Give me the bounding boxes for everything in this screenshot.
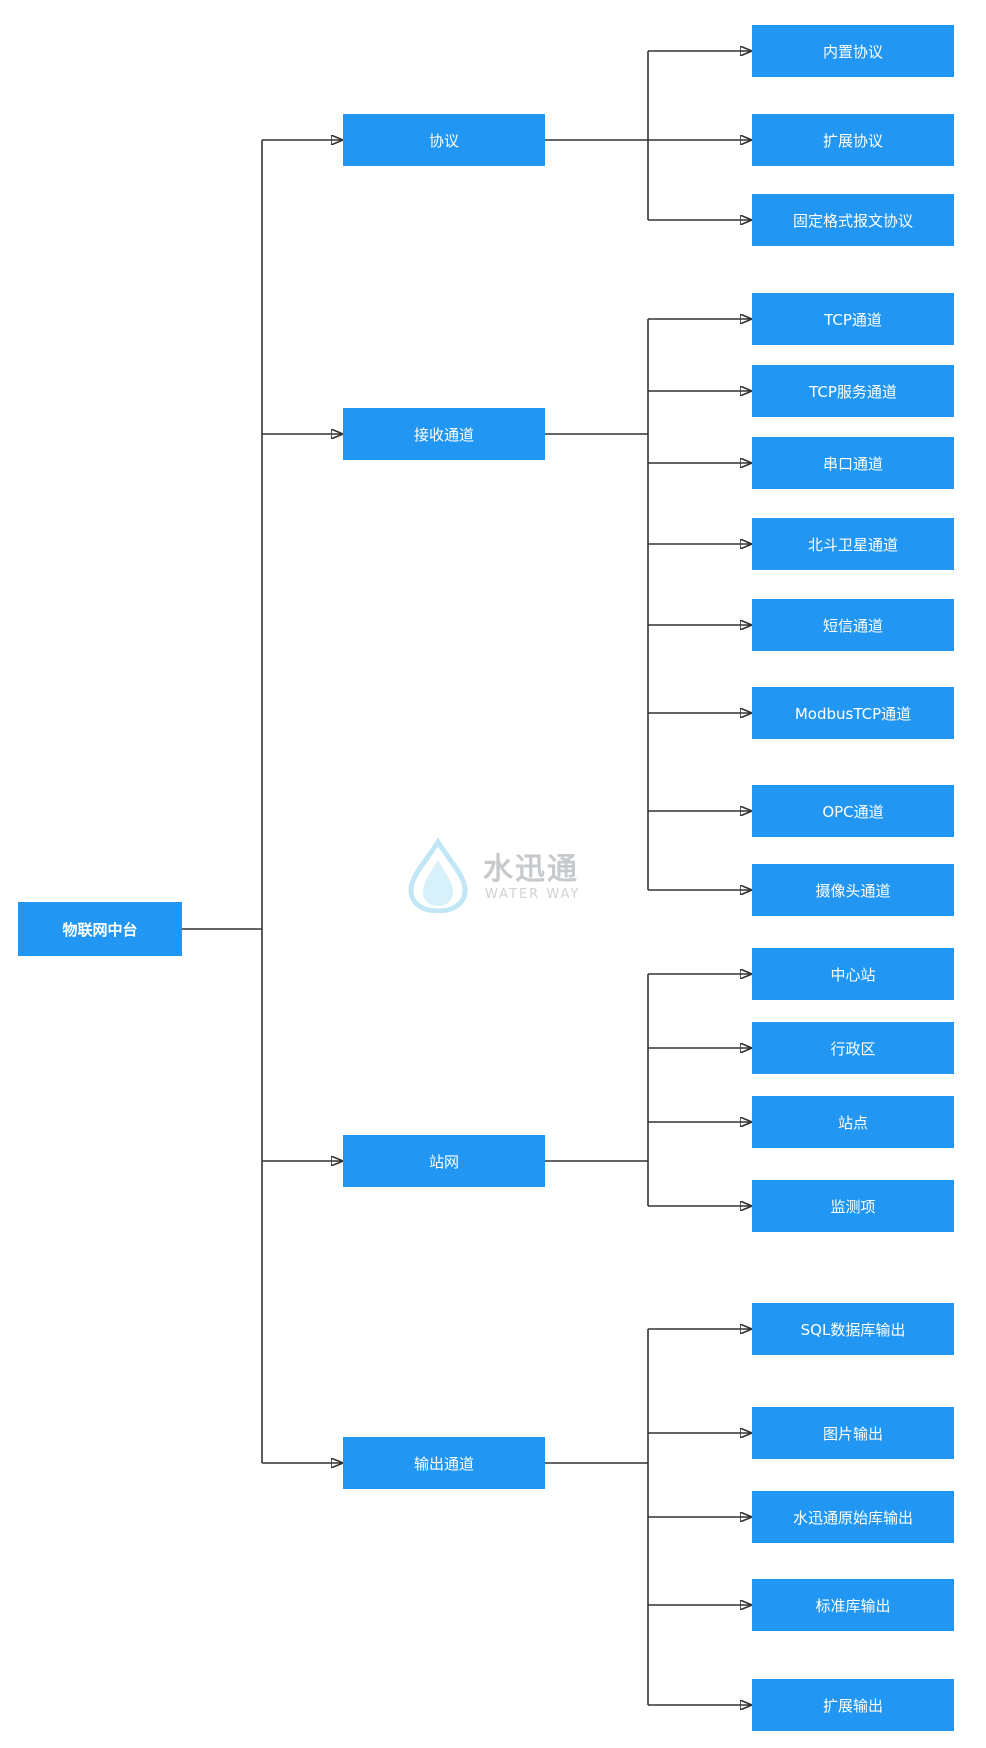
branch-node-receive: 接收通道: [343, 408, 545, 460]
leaf-node-station-0: 中心站: [752, 948, 954, 1000]
leaf-node-receive-3-label: 北斗卫星通道: [807, 535, 898, 554]
leaf-node-output-0-label: SQL数据库输出: [800, 1320, 906, 1339]
watermark-name-en: WATER WAY: [485, 887, 581, 902]
leaf-node-station-2-label: 站点: [837, 1113, 868, 1132]
leaf-node-output-4-label: 扩展输出: [822, 1696, 883, 1715]
leaf-node-receive-0-label: TCP通道: [824, 310, 882, 329]
leaf-node-receive-1-label: TCP服务通道: [809, 382, 897, 401]
water-drop-icon: [408, 838, 468, 913]
leaf-node-station-1: 行政区: [752, 1022, 954, 1074]
watermark-name-cn: 水迅通: [483, 852, 579, 887]
leaf-node-output-2-label: 水迅通原始库输出: [792, 1508, 913, 1527]
branch-node-protocol-label: 协议: [428, 131, 459, 150]
branch-node-protocol: 协议: [343, 114, 545, 166]
leaf-node-protocol-0: 内置协议: [752, 25, 954, 77]
branch-node-station: 站网: [343, 1135, 545, 1187]
leaf-node-receive-5-label: ModbusTCP通道: [794, 704, 912, 723]
branch-node-station-label: 站网: [428, 1152, 459, 1171]
leaf-node-receive-1: TCP服务通道: [752, 365, 954, 417]
leaf-node-output-2: 水迅通原始库输出: [752, 1491, 954, 1543]
leaf-node-receive-2-label: 串口通道: [822, 454, 883, 473]
leaf-node-receive-5: ModbusTCP通道: [752, 687, 954, 739]
leaf-node-output-1-label: 图片输出: [822, 1424, 883, 1443]
branch-node-receive-label: 接收通道: [413, 425, 474, 444]
root-node-label: 物联网中台: [62, 920, 138, 939]
leaf-node-station-3: 监测项: [752, 1180, 954, 1232]
leaf-node-station-1-label: 行政区: [830, 1039, 876, 1058]
leaf-node-output-0: SQL数据库输出: [752, 1303, 954, 1355]
leaf-node-station-2: 站点: [752, 1096, 954, 1148]
branch-node-output: 输出通道: [343, 1437, 545, 1489]
leaf-node-receive-0: TCP通道: [752, 293, 954, 345]
leaf-node-output-1: 图片输出: [752, 1407, 954, 1459]
leaf-node-receive-7: 摄像头通道: [752, 864, 954, 916]
root-node: 物联网中台: [18, 902, 182, 956]
leaf-node-protocol-1-label: 扩展协议: [822, 131, 883, 150]
leaf-node-receive-2: 串口通道: [752, 437, 954, 489]
leaf-node-receive-6-label: OPC通道: [822, 802, 884, 821]
leaf-node-output-4: 扩展输出: [752, 1679, 954, 1731]
leaf-node-protocol-2: 固定格式报文协议: [752, 194, 954, 246]
leaf-node-output-3: 标准库输出: [752, 1579, 954, 1631]
leaf-node-station-0-label: 中心站: [830, 965, 876, 984]
leaf-node-protocol-1: 扩展协议: [752, 114, 954, 166]
leaf-node-receive-6: OPC通道: [752, 785, 954, 837]
leaf-node-station-3-label: 监测项: [830, 1197, 876, 1216]
leaf-node-receive-4: 短信通道: [752, 599, 954, 651]
leaf-node-receive-4-label: 短信通道: [822, 616, 883, 635]
leaf-node-protocol-2-label: 固定格式报文协议: [792, 211, 913, 230]
leaf-node-output-3-label: 标准库输出: [815, 1596, 891, 1615]
leaf-node-protocol-0-label: 内置协议: [822, 42, 883, 61]
watermark-logo: 水迅通 WATER WAY: [405, 838, 595, 913]
leaf-node-receive-7-label: 摄像头通道: [815, 881, 891, 900]
branch-node-output-label: 输出通道: [413, 1454, 474, 1473]
leaf-node-receive-3: 北斗卫星通道: [752, 518, 954, 570]
